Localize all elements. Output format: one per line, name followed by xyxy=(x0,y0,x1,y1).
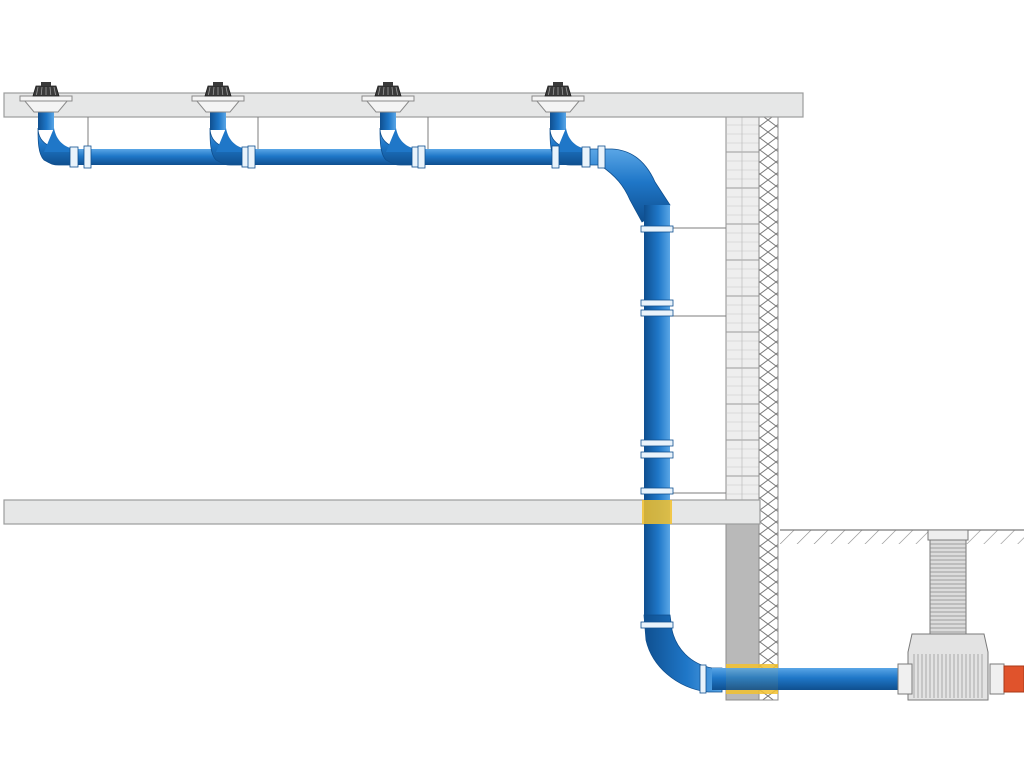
outlet-flange xyxy=(19,95,73,102)
branch-elbow-fill xyxy=(386,128,418,152)
outlet-grate-slot xyxy=(561,86,564,96)
outlet-grate-slot xyxy=(221,86,224,96)
outlet-grate-slot xyxy=(565,86,568,96)
branch-stub xyxy=(210,112,226,130)
chamber-base xyxy=(907,633,989,701)
outlet-branches xyxy=(37,112,591,168)
masonry-wall xyxy=(725,115,760,501)
external-wall xyxy=(725,115,779,701)
outlet-grate-slot xyxy=(49,86,52,96)
outlet-top xyxy=(41,82,51,86)
fire-collar-floor xyxy=(642,500,672,524)
branch-stub xyxy=(550,112,566,130)
outlet-grate-slot xyxy=(53,86,56,96)
collector-coupling xyxy=(83,145,92,169)
branch-elbow-fill xyxy=(44,128,76,152)
branch-elbow-fill xyxy=(556,128,588,152)
chamber-ribs xyxy=(913,654,983,698)
outlet-grate-slot xyxy=(36,86,39,96)
outlet-flange xyxy=(361,95,415,102)
branch-elbow-fill xyxy=(216,128,248,152)
upper-bend xyxy=(589,148,671,223)
wall-brackets xyxy=(670,227,726,494)
collector-coupling xyxy=(551,145,560,169)
ground-surface xyxy=(780,529,1024,544)
stack-coupling xyxy=(640,309,674,317)
outlet-top xyxy=(383,82,393,86)
branch-coupling xyxy=(581,146,591,168)
outlet-grate-slot xyxy=(225,86,228,96)
sewer-pipe xyxy=(1003,665,1024,693)
discharge-pipe-through-wall xyxy=(712,668,782,690)
stack-coupling xyxy=(640,225,674,233)
collector-coupling xyxy=(247,145,256,169)
outlet-top xyxy=(213,82,223,86)
collector-coupling xyxy=(597,145,606,169)
stack-pipe xyxy=(644,205,670,625)
outlet-grate-slot xyxy=(208,86,211,96)
stack-coupling xyxy=(640,451,674,459)
outlet-flange xyxy=(531,95,585,102)
outlet-grate-slot xyxy=(548,86,551,96)
wall-insulation xyxy=(758,115,779,701)
branch-coupling xyxy=(69,146,79,168)
collector-coupling xyxy=(417,145,426,169)
pipe-couplings xyxy=(83,145,606,169)
outlet-grate-slot xyxy=(378,86,381,96)
outlet-flange xyxy=(191,95,245,102)
outlet-grate-slot xyxy=(212,86,215,96)
outlet-grate-slot xyxy=(391,86,394,96)
outlet-grate-slot xyxy=(395,86,398,96)
branch-stub xyxy=(38,112,54,130)
floor-slab xyxy=(3,499,761,525)
chamber-bellows xyxy=(929,539,967,635)
pipe-hangers xyxy=(87,117,429,149)
inspection-chamber xyxy=(897,529,1005,701)
collector-pipe xyxy=(70,149,600,165)
masonry-grid xyxy=(726,115,759,504)
chamber-outlet-coupling xyxy=(989,663,1005,695)
branch-stub xyxy=(380,112,396,130)
outlet-top xyxy=(553,82,563,86)
chamber-cap xyxy=(927,529,969,541)
stack-coupling xyxy=(640,487,674,495)
roof-outlets xyxy=(19,82,585,113)
outlet-grate-slot xyxy=(552,86,555,96)
outlet-grate-slot xyxy=(40,86,43,96)
stack-coupling xyxy=(640,299,674,307)
stack-couplings xyxy=(640,225,707,694)
stack-coupling xyxy=(640,621,674,629)
outlet-grate-slot xyxy=(382,86,385,96)
chamber-inlet-coupling xyxy=(897,663,913,695)
discharge-coupling xyxy=(699,664,707,694)
stack-coupling xyxy=(640,439,674,447)
